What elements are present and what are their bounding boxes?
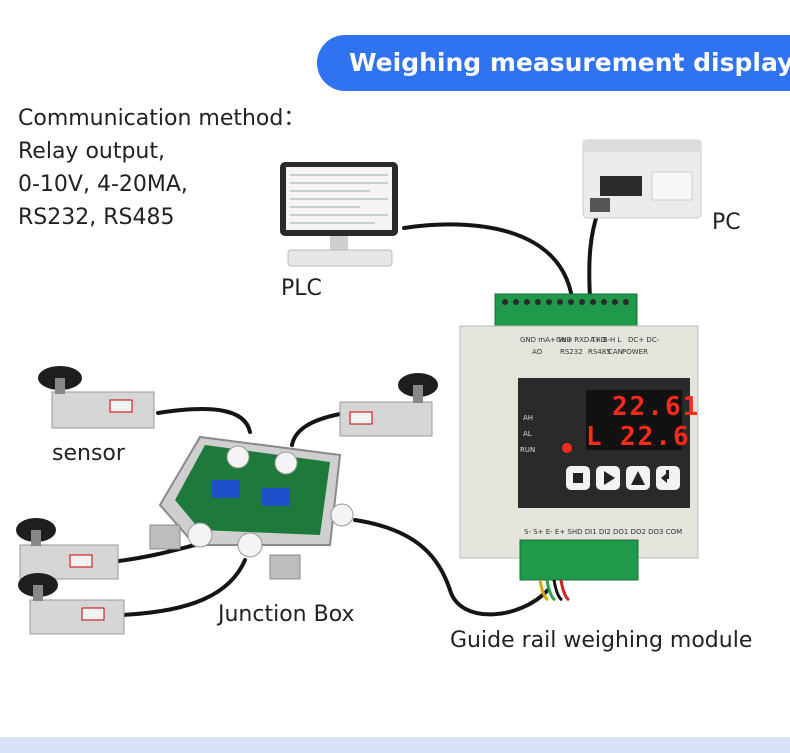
cable-junction-module bbox=[353, 518, 550, 617]
communication-method-block: Communication method： Relay output, 0-10… bbox=[18, 102, 305, 234]
section-title: Weighing measurement display bbox=[317, 35, 790, 91]
load-cell-sensor-icon bbox=[38, 366, 155, 429]
indicator-run: RUN bbox=[520, 446, 536, 454]
label-sensor: sensor bbox=[52, 441, 125, 466]
cable-sensor4-junction bbox=[118, 558, 247, 617]
communication-heading: Communication method： bbox=[18, 106, 306, 131]
display-weight-bottom: 22.6 bbox=[620, 422, 691, 452]
display-weight-top: 22.61 bbox=[612, 392, 701, 422]
load-cell-sensor-icon-4 bbox=[18, 573, 125, 635]
terminal-label-power-pins: DC+ DC- bbox=[628, 336, 660, 344]
label-guide-rail-module: Guide rail weighing module bbox=[450, 628, 753, 653]
computer-monitor-icon bbox=[280, 162, 398, 267]
label-junction-box: Junction Box bbox=[218, 602, 355, 627]
cable-pc-module bbox=[587, 210, 600, 300]
terminal-group-rs485: RS485 bbox=[588, 348, 611, 356]
terminal-label-ao-pins: GND mA+ Vo+ bbox=[520, 336, 573, 344]
indicator-ah: AH bbox=[523, 414, 534, 422]
terminal-group-rs232: RS232 bbox=[560, 348, 583, 356]
label-plc: PLC bbox=[281, 276, 322, 301]
bottom-bar bbox=[0, 737, 790, 753]
junction-box-icon bbox=[149, 435, 354, 580]
weighing-module-icon bbox=[459, 293, 699, 602]
cable-sensor2-junction bbox=[290, 412, 342, 447]
cable-sensor-junction bbox=[156, 407, 252, 434]
cable-plc-module bbox=[402, 222, 574, 300]
communication-line: 0-10V, 4-20MA, bbox=[18, 172, 188, 197]
indicator-al: AL bbox=[523, 430, 532, 438]
terminal-label-rs232-pins: GND RXD TXD bbox=[556, 336, 607, 344]
terminal-group-can: CAN bbox=[608, 348, 623, 356]
terminal-label-rs485-pins: A+ B- bbox=[590, 336, 611, 344]
load-cell-sensor-icon-2 bbox=[339, 373, 438, 437]
terminal-label-can-pins: H L bbox=[610, 336, 622, 344]
plc-unit-icon bbox=[582, 139, 702, 219]
load-cell-sensor-icon-3 bbox=[16, 518, 119, 580]
communication-line: RS232, RS485 bbox=[18, 205, 175, 230]
terminal-group-power: POWER bbox=[622, 348, 648, 356]
terminal-label-bottom: S- S+ E- E+ SHD DI1 DI2 DO1 DO2 DO3 COM bbox=[524, 528, 683, 536]
communication-line: Relay output, bbox=[18, 139, 165, 164]
terminal-group-ao: AO bbox=[532, 348, 543, 356]
display-mode-indicator: L bbox=[586, 422, 604, 452]
label-pc: PC bbox=[712, 210, 741, 235]
